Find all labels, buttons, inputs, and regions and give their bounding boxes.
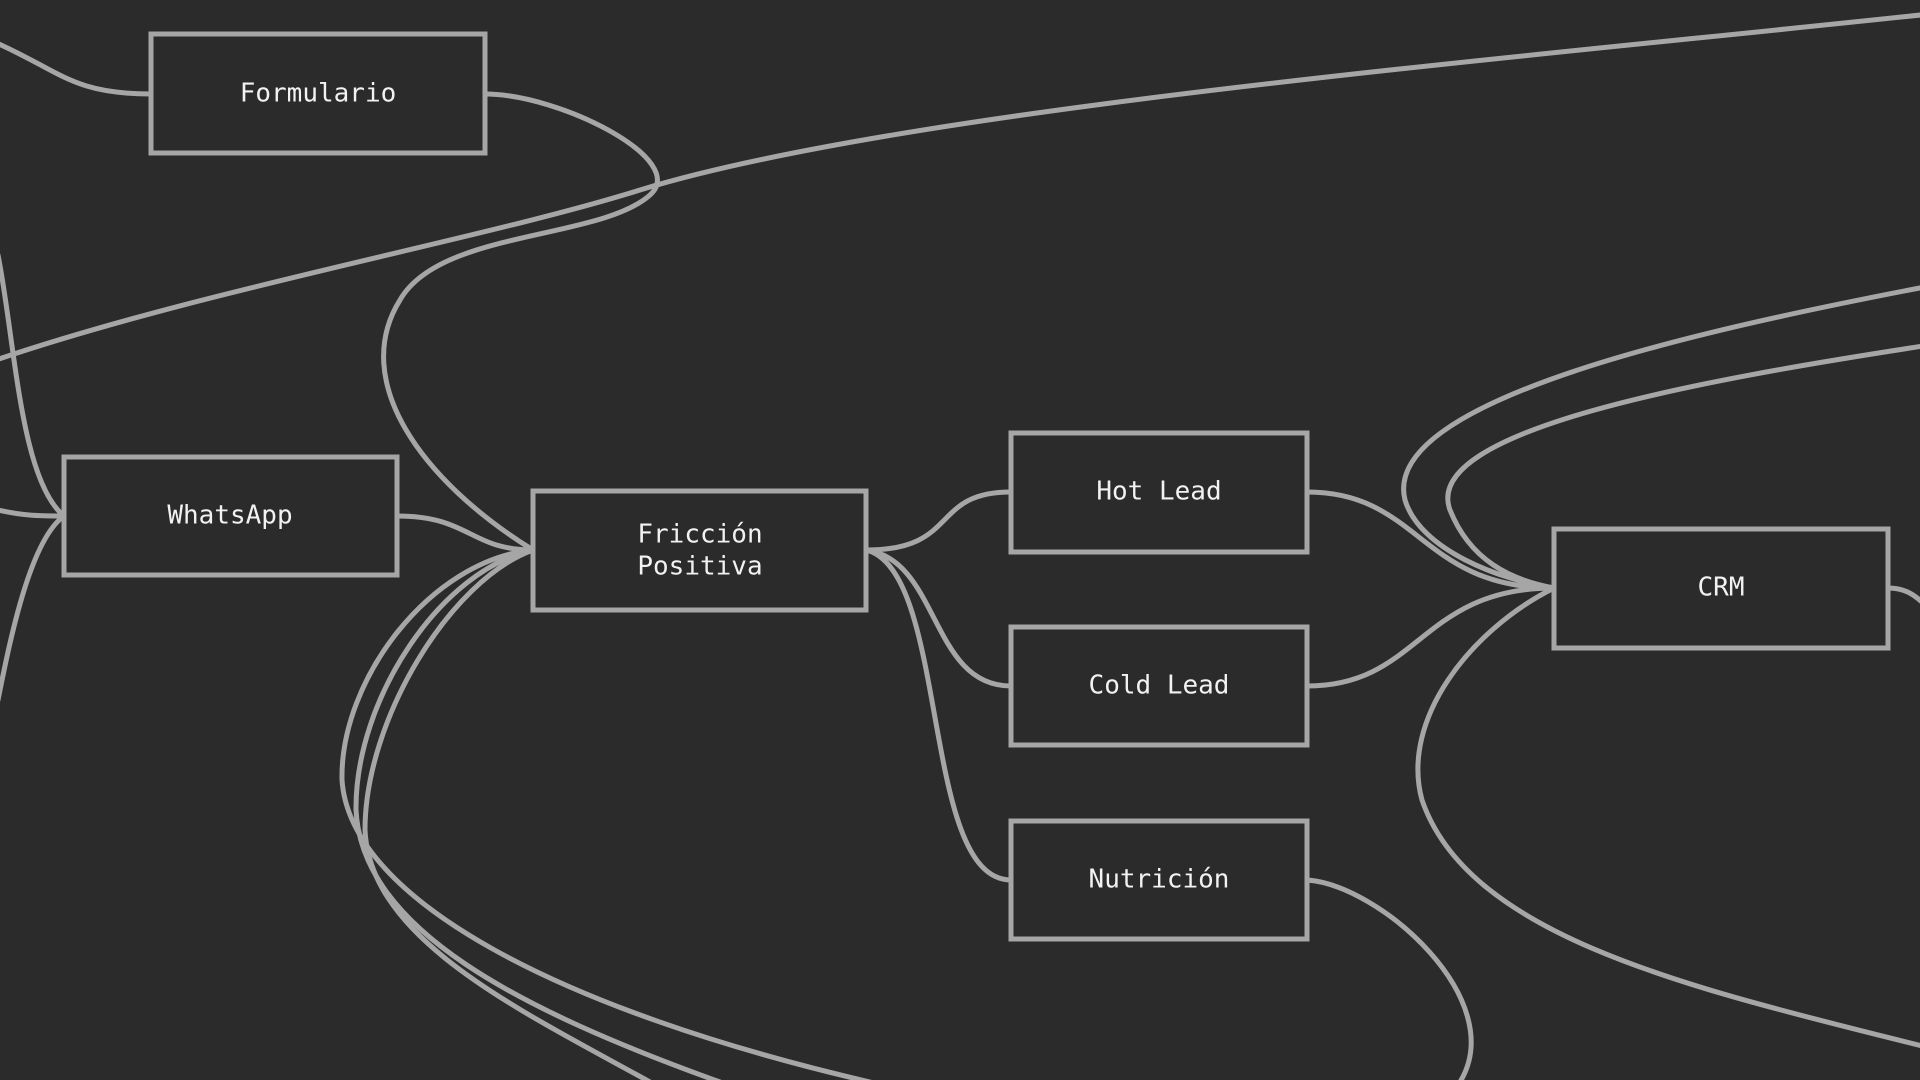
node-box <box>148 31 488 156</box>
edge-friccion-positiva-to-nutricion <box>863 547 1014 883</box>
edges <box>0 12 1920 1080</box>
edge-hot-lead-to-crm <box>1304 489 1557 591</box>
edge-nutricion-offscreen <box>1304 877 1474 1080</box>
node-label: CRM <box>1698 573 1745 603</box>
node-box <box>1551 526 1891 651</box>
node-formulario[interactable]: Formulario <box>148 31 488 156</box>
node-label: Formulario <box>240 79 397 109</box>
node-box <box>61 454 400 578</box>
node-box <box>1008 430 1310 555</box>
node-label: WhatsApp <box>167 501 292 531</box>
edge-formulario-to-friccion-positiva <box>381 91 660 553</box>
edge-friccion-positiva-to-cold-lead <box>863 547 1014 689</box>
edge-offscreen-to-whatsapp-a <box>0 253 67 519</box>
edge-offscreen-to-crm-b <box>1445 344 1920 591</box>
edge-offscreen-to-formulario <box>0 41 154 97</box>
node-box <box>1008 624 1310 748</box>
node-friccion-positiva[interactable]: Fricción Positiva <box>530 488 869 613</box>
node-hot-lead[interactable]: Hot Lead <box>1008 430 1310 555</box>
edge-offscreen-to-whatsapp-b <box>0 507 67 519</box>
edge-offscreen-to-whatsapp-c <box>0 513 67 702</box>
edge-friccion-positiva-loop-a <box>339 547 872 1080</box>
edge-offscreen-to-crm-c <box>1415 585 1920 1049</box>
edge-offscreen-to-crm-a <box>1401 285 1920 591</box>
node-whatsapp[interactable]: WhatsApp <box>61 454 400 578</box>
node-box <box>530 488 869 613</box>
node-nutricion[interactable]: Nutrición <box>1008 818 1310 942</box>
nodes: Formulario WhatsApp Fricción Positiva Ho… <box>61 31 1891 942</box>
node-label-line-2: Positiva <box>637 552 762 582</box>
node-cold-lead[interactable]: Cold Lead <box>1008 624 1310 748</box>
node-label: Nutrición <box>1089 865 1230 895</box>
edge-crm-offscreen <box>1885 585 1920 604</box>
edge-cold-lead-to-crm <box>1304 585 1557 689</box>
node-label-line-1: Fricción <box>637 520 762 550</box>
node-crm[interactable]: CRM <box>1551 526 1891 651</box>
node-label: Hot Lead <box>1096 477 1221 507</box>
edge-friccion-positiva-to-hot-lead <box>863 489 1014 553</box>
edge-friccion-positiva-loop-b <box>353 547 722 1080</box>
node-box <box>1008 818 1310 942</box>
edge-offscreen-long-upper <box>0 12 1920 362</box>
node-label: Cold Lead <box>1089 671 1230 701</box>
edge-friccion-positiva-loop-c <box>362 547 652 1080</box>
edge-whatsapp-to-friccion-positiva <box>394 513 536 553</box>
